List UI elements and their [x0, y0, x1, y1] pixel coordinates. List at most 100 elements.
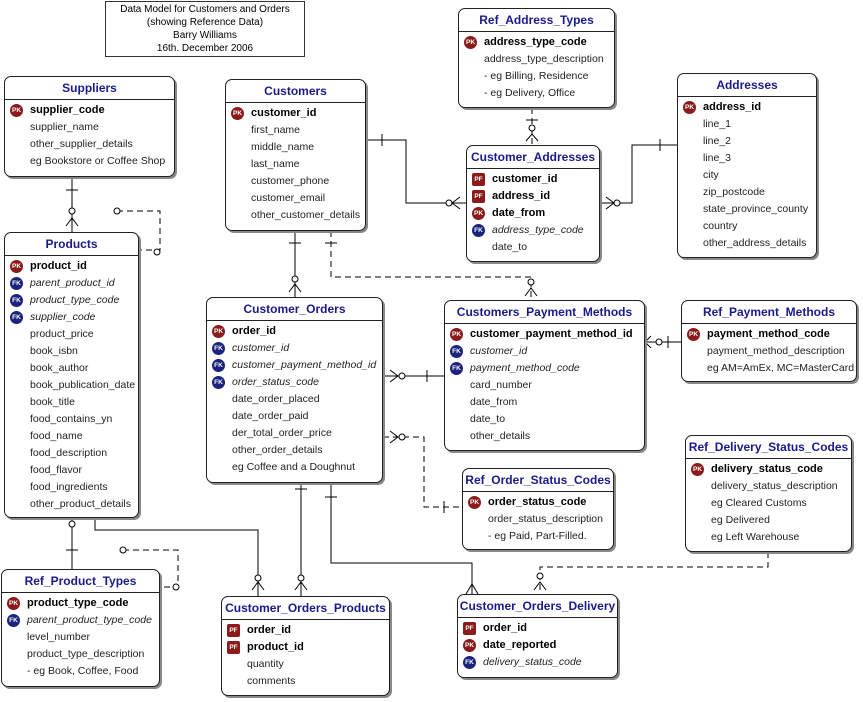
many-marker	[605, 196, 615, 210]
attribute-name: food_description	[30, 447, 108, 459]
attribute-row: - eg Paid, Part-Filled.	[463, 528, 613, 545]
many-marker	[294, 581, 308, 591]
attribute-name: comments	[247, 675, 296, 687]
entity-title: Addresses	[678, 74, 816, 97]
attribute-name: product_id	[247, 641, 304, 653]
customers-addresses-line	[366, 139, 466, 204]
attribute-name: line_1	[703, 118, 732, 130]
optional-marker	[528, 124, 536, 132]
pk-key-icon: PK	[683, 101, 696, 114]
attribute-row: order_status_description	[463, 511, 613, 528]
many-marker	[533, 581, 547, 591]
attribute-row: eg Bookstore or Coffee Shop	[5, 153, 174, 170]
many-marker	[451, 196, 461, 210]
attribute-row: line_3	[678, 150, 816, 167]
attribute-row: eg Cleared Customs	[686, 495, 851, 512]
attribute-row: customer_phone	[226, 173, 365, 190]
entity-title: Suppliers	[5, 77, 174, 100]
attribute-name: country	[703, 220, 738, 232]
attribute-name: - eg Book, Coffee, Food	[27, 665, 139, 677]
fk-key-icon: FK	[7, 614, 20, 627]
attribute-name: food_contains_yn	[30, 413, 113, 425]
attribute-row: der_total_order_price	[207, 425, 382, 442]
many-marker	[65, 217, 79, 227]
attribute-name: delivery_status_code	[483, 656, 582, 668]
attribute-name: eg Left Warehouse	[711, 531, 800, 543]
attribute-row: food_description	[5, 445, 138, 462]
attribute-name: supplier_code	[30, 104, 105, 116]
attribute-row: product_price	[5, 326, 138, 343]
pk-key-icon: PK	[10, 260, 23, 273]
attribute-row: last_name	[226, 156, 365, 173]
note-line-author: Barry Williams	[173, 30, 237, 41]
attribute-name: product_type_code	[27, 597, 129, 609]
attribute-row: food_ingredients	[5, 479, 138, 496]
attribute-name: customer_payment_method_id	[232, 359, 377, 371]
attribute-name: food_name	[30, 430, 83, 442]
attribute-name: food_flavor	[30, 464, 82, 476]
attribute-row: book_publication_date	[5, 377, 138, 394]
attribute-name: product_price	[30, 328, 94, 340]
pk-key-icon: PK	[468, 496, 481, 509]
attribute-row: product_type_description	[2, 646, 159, 663]
attribute-name: date_from	[492, 207, 546, 219]
entity-title: Products	[5, 233, 138, 256]
attribute-row: book_author	[5, 360, 138, 377]
entity-title: Customer_Orders_Products	[222, 597, 389, 620]
attribute-row: address_type_description	[459, 51, 614, 68]
attribute-row: city	[678, 167, 816, 184]
optional-marker	[655, 338, 663, 346]
attribute-row: other_product_details	[5, 496, 138, 513]
addresses-link-line	[600, 144, 677, 204]
attribute-row: other_supplier_details	[5, 136, 174, 153]
attribute-name: order_status_code	[488, 496, 587, 508]
attribute-row: PK order_status_code	[463, 494, 613, 511]
attribute-name: der_total_order_price	[232, 427, 332, 439]
attribute-name: eg AM=AmEx, MC=MasterCard	[707, 362, 855, 374]
entity-title: Customer_Addresses	[467, 146, 599, 169]
optional-marker	[254, 574, 262, 582]
attribute-name: customer_id	[251, 107, 317, 119]
attribute-row: PK supplier_code	[5, 102, 174, 119]
attribute-name: payment_method_description	[707, 345, 845, 357]
entity-title: Ref_Product_Types	[2, 570, 159, 593]
attribute-row: supplier_name	[5, 119, 174, 136]
entity-title: Ref_Delivery_Status_Codes	[686, 436, 851, 459]
attribute-name: address_id	[492, 190, 551, 202]
attribute-row: card_number	[445, 377, 644, 394]
attribute-name: parent_product_type_code	[27, 614, 152, 626]
entity-title: Ref_Payment_Methods	[682, 301, 856, 324]
pk-key-icon: PK	[464, 36, 477, 49]
entity-title: Ref_Address_Types	[459, 9, 614, 32]
attribute-row: other_order_details	[207, 442, 382, 459]
fk-key-icon: FK	[450, 345, 463, 358]
optional-marker	[68, 520, 76, 528]
attribute-name: eg Delivered	[711, 514, 770, 526]
optional-marker	[113, 207, 121, 215]
attribute-name: other_product_details	[30, 498, 131, 510]
optional-marker	[445, 199, 453, 207]
status-delivery-line	[539, 552, 769, 594]
fk-key-icon: FK	[212, 359, 225, 372]
attribute-name: - eg Billing, Residence	[484, 70, 589, 82]
pk-key-icon: PK	[10, 104, 23, 117]
